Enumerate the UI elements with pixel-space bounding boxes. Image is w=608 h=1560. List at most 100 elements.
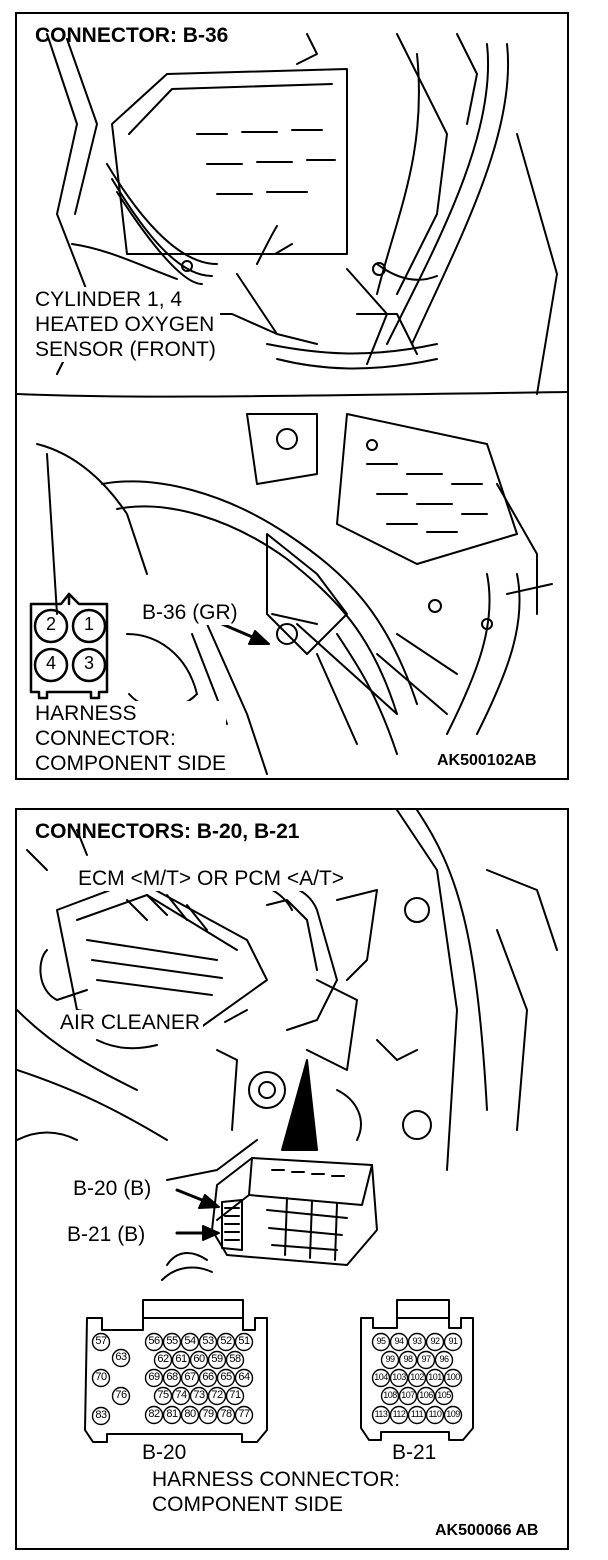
pin-circle [225,1386,245,1406]
pin-circle [234,1368,254,1388]
harness-label-line-3: COMPONENT SIDE [35,752,226,775]
pin-circle [144,1332,164,1352]
pin-circle [144,1368,164,1388]
pin-label: 78 [220,1408,232,1421]
pin-circle [225,1350,245,1370]
ecm-location-drawing [17,810,558,1181]
pin-circle [425,1405,445,1425]
pin-label: 58 [229,1353,241,1366]
pin-label: 95 [376,1336,386,1347]
pin-circle [434,1386,454,1406]
pin-label: 52 [220,1335,232,1348]
pin-label: 92 [430,1336,440,1347]
pin-label: 112 [392,1409,406,1420]
pin-circle [443,1332,463,1352]
pin-label: 80 [184,1408,196,1421]
pin-label: 94 [394,1336,404,1347]
pin-circle [371,1405,391,1425]
pin-circle [425,1368,445,1388]
pin-circle [171,1350,191,1370]
b20-connector-face [84,1299,268,1443]
b20-connector-name: B-20 [142,1441,187,1464]
pin-label: 77 [238,1408,250,1421]
pin-label: 62 [157,1353,169,1366]
pin-circle [371,1332,391,1352]
pin-label: 98 [403,1354,413,1365]
pin-circle [234,1332,254,1352]
engine-bay-line-art-bottom [17,810,558,1443]
pin-circle [162,1405,182,1425]
pin-circle [425,1332,445,1352]
sensor-label-line-2: HEATED OXYGEN [35,313,215,336]
pin-circle [216,1332,236,1352]
pin-circle [380,1350,400,1370]
pin-circle [91,1368,111,1388]
connector-location-drawing [36,413,553,775]
pin-label: 79 [202,1408,214,1421]
sensor-label-line-1: CYLINDER 1, 4 [35,288,183,311]
pin-circle [162,1332,182,1352]
pin-circle [434,1350,454,1370]
pin-label: 75 [157,1389,169,1402]
pin-circle [389,1405,409,1425]
pin-circle [180,1332,200,1352]
figure-code: AK500066 AB [435,1522,539,1539]
b21-connector-face [360,1299,474,1441]
view-divider [17,391,567,398]
harness-label: HARNESS CONNECTOR: COMPONENT SIDE [152,1467,400,1517]
pin-label: 3 [83,653,94,673]
harness-label-line-1: HARNESS CONNECTOR: [152,1468,401,1491]
pin-circle [180,1405,200,1425]
pin-label: 110 [428,1409,442,1420]
pin-label: 51 [238,1335,250,1348]
pin-circle [198,1405,218,1425]
pin-label: 54 [184,1335,196,1348]
pin-label: 106 [419,1390,433,1401]
pin-label: 68 [166,1371,178,1384]
pin-label: 105 [437,1390,451,1401]
pin-label: 93 [412,1336,422,1347]
air-cleaner-leader-line [224,1009,248,1023]
b20-pin-circles [91,1332,254,1426]
sensor-label-line-3: SENSOR (FRONT) [35,338,216,361]
harness-label: HARNESS CONNECTOR: COMPONENT SIDE [35,701,226,776]
pin-label: 64 [238,1371,250,1384]
pin-label: 104 [374,1372,388,1383]
b21-callout-arrow [175,1225,220,1241]
pin-label: 81 [166,1408,178,1421]
harness-label-line-2: CONNECTOR: [35,727,176,750]
pin-circle [189,1386,209,1406]
pin-circle [216,1368,236,1388]
b36-callout-label: B-36 (GR) [142,600,238,625]
pin-circle [198,1332,218,1352]
pin-label: 99 [385,1354,395,1365]
pin-label: 59 [211,1353,223,1366]
pin-circle [91,1406,111,1426]
engine-bay-line-art-top [17,33,567,775]
pin-label: 56 [148,1335,160,1348]
b36-callout-arrow [220,622,270,645]
pin-label: 102 [410,1372,424,1383]
pin-circle [398,1350,418,1370]
pin-circle [389,1332,409,1352]
pin-circle [111,1348,131,1368]
pin-circle [398,1386,418,1406]
pin-label: 53 [202,1335,214,1348]
pin-circle [111,1386,131,1406]
pin-label: 100 [446,1372,460,1383]
b36-connector-panel: CONNECTOR: B-36 CYLINDER 1, 4 HEATED OXY… [15,12,569,780]
pin-circle [443,1405,463,1425]
pin-label: 65 [220,1371,232,1384]
pin-label: 69 [148,1371,160,1384]
pin-label: 70 [95,1371,107,1384]
pin-label: 76 [115,1389,127,1402]
panel-title: CONNECTORS: B-20, B-21 [35,820,300,843]
b21-pin-circles [371,1332,463,1425]
pin-circle [407,1332,427,1352]
inset-pointer [281,1059,318,1151]
sensor-leader-line [256,225,278,265]
pin-label: 73 [193,1389,205,1402]
pin-label: 91 [448,1336,458,1347]
ecm-label: ECM <M/T> OR PCM <A/T> [75,866,348,891]
pin-label: 4 [45,653,56,673]
